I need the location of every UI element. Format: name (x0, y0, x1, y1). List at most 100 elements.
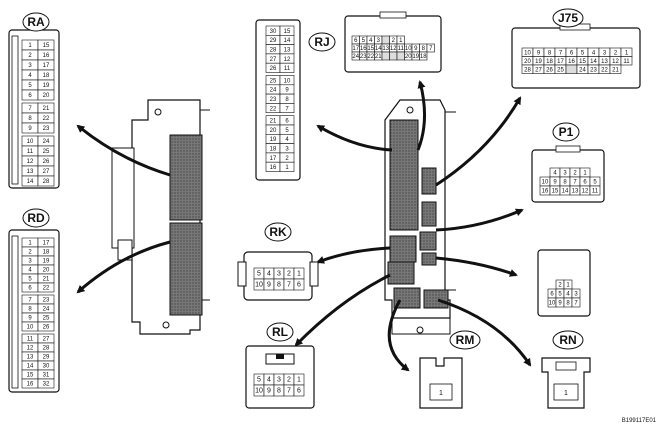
label-ra: RA (27, 15, 45, 29)
pin-cell (381, 35, 390, 45)
pin-number: 32 (43, 382, 50, 388)
pin-number: 27 (535, 67, 542, 73)
pin-number: 6 (570, 50, 574, 56)
pin-number: 4 (28, 73, 32, 79)
rm-pin: 1 (439, 390, 443, 397)
pin-cell (279, 161, 295, 172)
arrow-rk (316, 246, 391, 264)
pin-number: 5 (362, 38, 366, 44)
pin-number: 29 (43, 355, 50, 361)
pin-number: 15 (552, 189, 559, 195)
pin-number: 14 (562, 189, 569, 195)
pin-number: 4 (285, 137, 289, 143)
pin-number: 22 (601, 67, 608, 73)
pin-number: 7 (287, 282, 291, 289)
pin-number: 10 (27, 139, 34, 145)
pin-number: 6 (28, 286, 32, 292)
label-rk: RK (269, 225, 287, 239)
label-j75: J75 (558, 11, 578, 25)
pin-cell (293, 278, 305, 291)
pin-number: 8 (277, 282, 281, 289)
pin-number: 21 (43, 106, 50, 112)
pin-cell (37, 378, 55, 389)
pin-number: 10 (27, 325, 34, 331)
pin-number: 2 (614, 50, 618, 56)
label-rj: RJ (314, 35, 329, 49)
badge-j75: J75 (552, 8, 584, 28)
pin-number: 24 (43, 307, 50, 313)
pin-number: 13 (572, 189, 579, 195)
pin-number: 21 (612, 67, 619, 73)
pin-number: 2 (285, 156, 289, 162)
label-rm: RM (456, 333, 475, 347)
pin-number: 24 (43, 139, 50, 145)
pin-number: 14 (27, 364, 34, 370)
pin-number: 4 (592, 50, 596, 56)
pin-number: 9 (414, 46, 418, 52)
pin-number: 5 (558, 292, 562, 298)
pin-number: 7 (559, 50, 563, 56)
pin-number: 7 (429, 46, 433, 52)
pin-number: 16 (27, 382, 34, 388)
pin-number: 14 (27, 179, 34, 185)
pin-number: 1 (297, 271, 301, 278)
pin-number: 15 (367, 46, 374, 52)
pin-number: 16 (270, 165, 277, 171)
pin-number: 16 (43, 53, 50, 59)
label-rn: RN (559, 333, 576, 347)
pin-number: 28 (270, 47, 277, 53)
arrows (76, 80, 532, 372)
pin-number: 11 (27, 337, 34, 343)
pin-number: 8 (548, 50, 552, 56)
pin-number: 2 (558, 283, 562, 289)
badge-rm: RM (449, 330, 481, 350)
pin-number: 19 (270, 137, 277, 143)
pin-number: 4 (369, 38, 373, 44)
pin-number: 18 (43, 73, 50, 79)
pin-number: 28 (524, 67, 531, 73)
pin-number: 3 (28, 63, 32, 69)
pin-number: 19 (43, 83, 50, 89)
pin-number: 8 (422, 46, 426, 52)
arrow-ra (76, 124, 171, 177)
pin-number: 15 (27, 373, 34, 379)
pin-number: 24 (579, 67, 586, 73)
pin-number: 2 (573, 171, 577, 177)
pin-number: 27 (43, 337, 50, 343)
pin-number: 18 (420, 54, 427, 60)
pin-number: 22 (43, 286, 50, 292)
pin-number: 17 (352, 46, 359, 52)
pin-number: 8 (285, 97, 289, 103)
pin-number: 7 (573, 180, 577, 186)
pin-number: 21 (270, 119, 277, 125)
pin-number: 12 (390, 46, 397, 52)
right-junction-block (384, 99, 456, 335)
pin-number: 16 (542, 189, 549, 195)
pin-number: 18 (43, 250, 50, 256)
pin-cell (293, 384, 305, 397)
pin-number: 6 (583, 180, 587, 186)
pin-number: 4 (566, 292, 570, 298)
pin-number: 5 (28, 83, 32, 89)
pin-number: 2 (287, 271, 291, 278)
pin-number: 13 (284, 47, 291, 53)
pin-number: 10 (255, 282, 263, 289)
pin-number: 6 (285, 119, 289, 125)
pin-number: 20 (43, 268, 50, 274)
pin-number: 8 (563, 180, 567, 186)
pin-number: 1 (583, 171, 587, 177)
pin-number: 3 (285, 146, 289, 152)
pin-number: 4 (267, 377, 271, 384)
pin-number: 3 (603, 50, 607, 56)
pin-number: 9 (267, 388, 271, 395)
pin-number: 21 (375, 54, 382, 60)
pin-number: 27 (43, 169, 50, 175)
pin-number: 12 (27, 346, 34, 352)
pin-number: 20 (405, 54, 412, 60)
